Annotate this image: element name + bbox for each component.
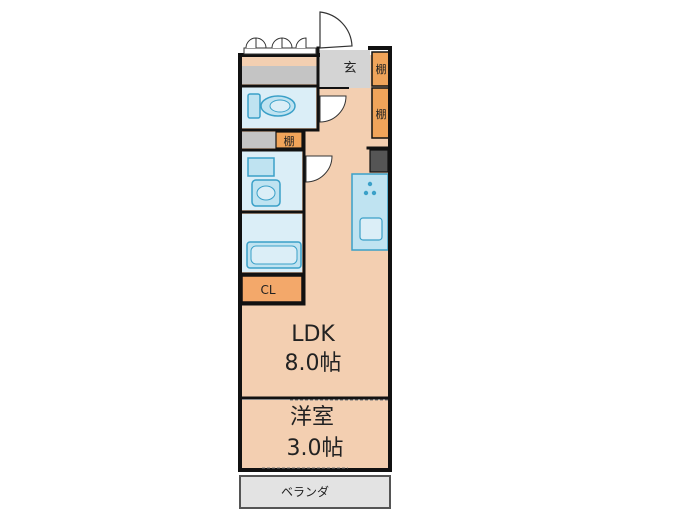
shelf-wash (275, 131, 303, 149)
kitchen-counter-icon (351, 173, 389, 251)
closet-label: CL (260, 283, 275, 297)
toilet-icon (247, 93, 296, 119)
entrance-label: 玄 (343, 61, 356, 76)
wash-door-swing (305, 155, 333, 183)
shelf-corridor-label: 棚 (376, 107, 387, 121)
top-gray-zone (242, 66, 318, 84)
top-window (243, 37, 317, 55)
balcony (239, 475, 391, 509)
entrance-door-swing (319, 11, 353, 49)
ldk-name-label: LDK (291, 322, 335, 347)
walls (238, 46, 392, 472)
kitchen-dark-block (369, 149, 389, 173)
western-size-label: 3.0帖 (287, 436, 344, 461)
toilet-door-swing (319, 95, 347, 123)
gray-block (242, 132, 276, 148)
western-room-floor (240, 400, 388, 468)
shelf-wash-label: 棚 (284, 134, 295, 148)
washbasin-icon (247, 157, 281, 207)
ldk-size-label: 8.0帖 (285, 351, 342, 376)
genkan-floor (318, 50, 370, 88)
balcony-label: ベランダ (281, 484, 329, 499)
bathtub-icon (246, 241, 302, 269)
shelf-entrance-label: 棚 (376, 62, 387, 76)
western-name-label: 洋室 (290, 405, 334, 430)
